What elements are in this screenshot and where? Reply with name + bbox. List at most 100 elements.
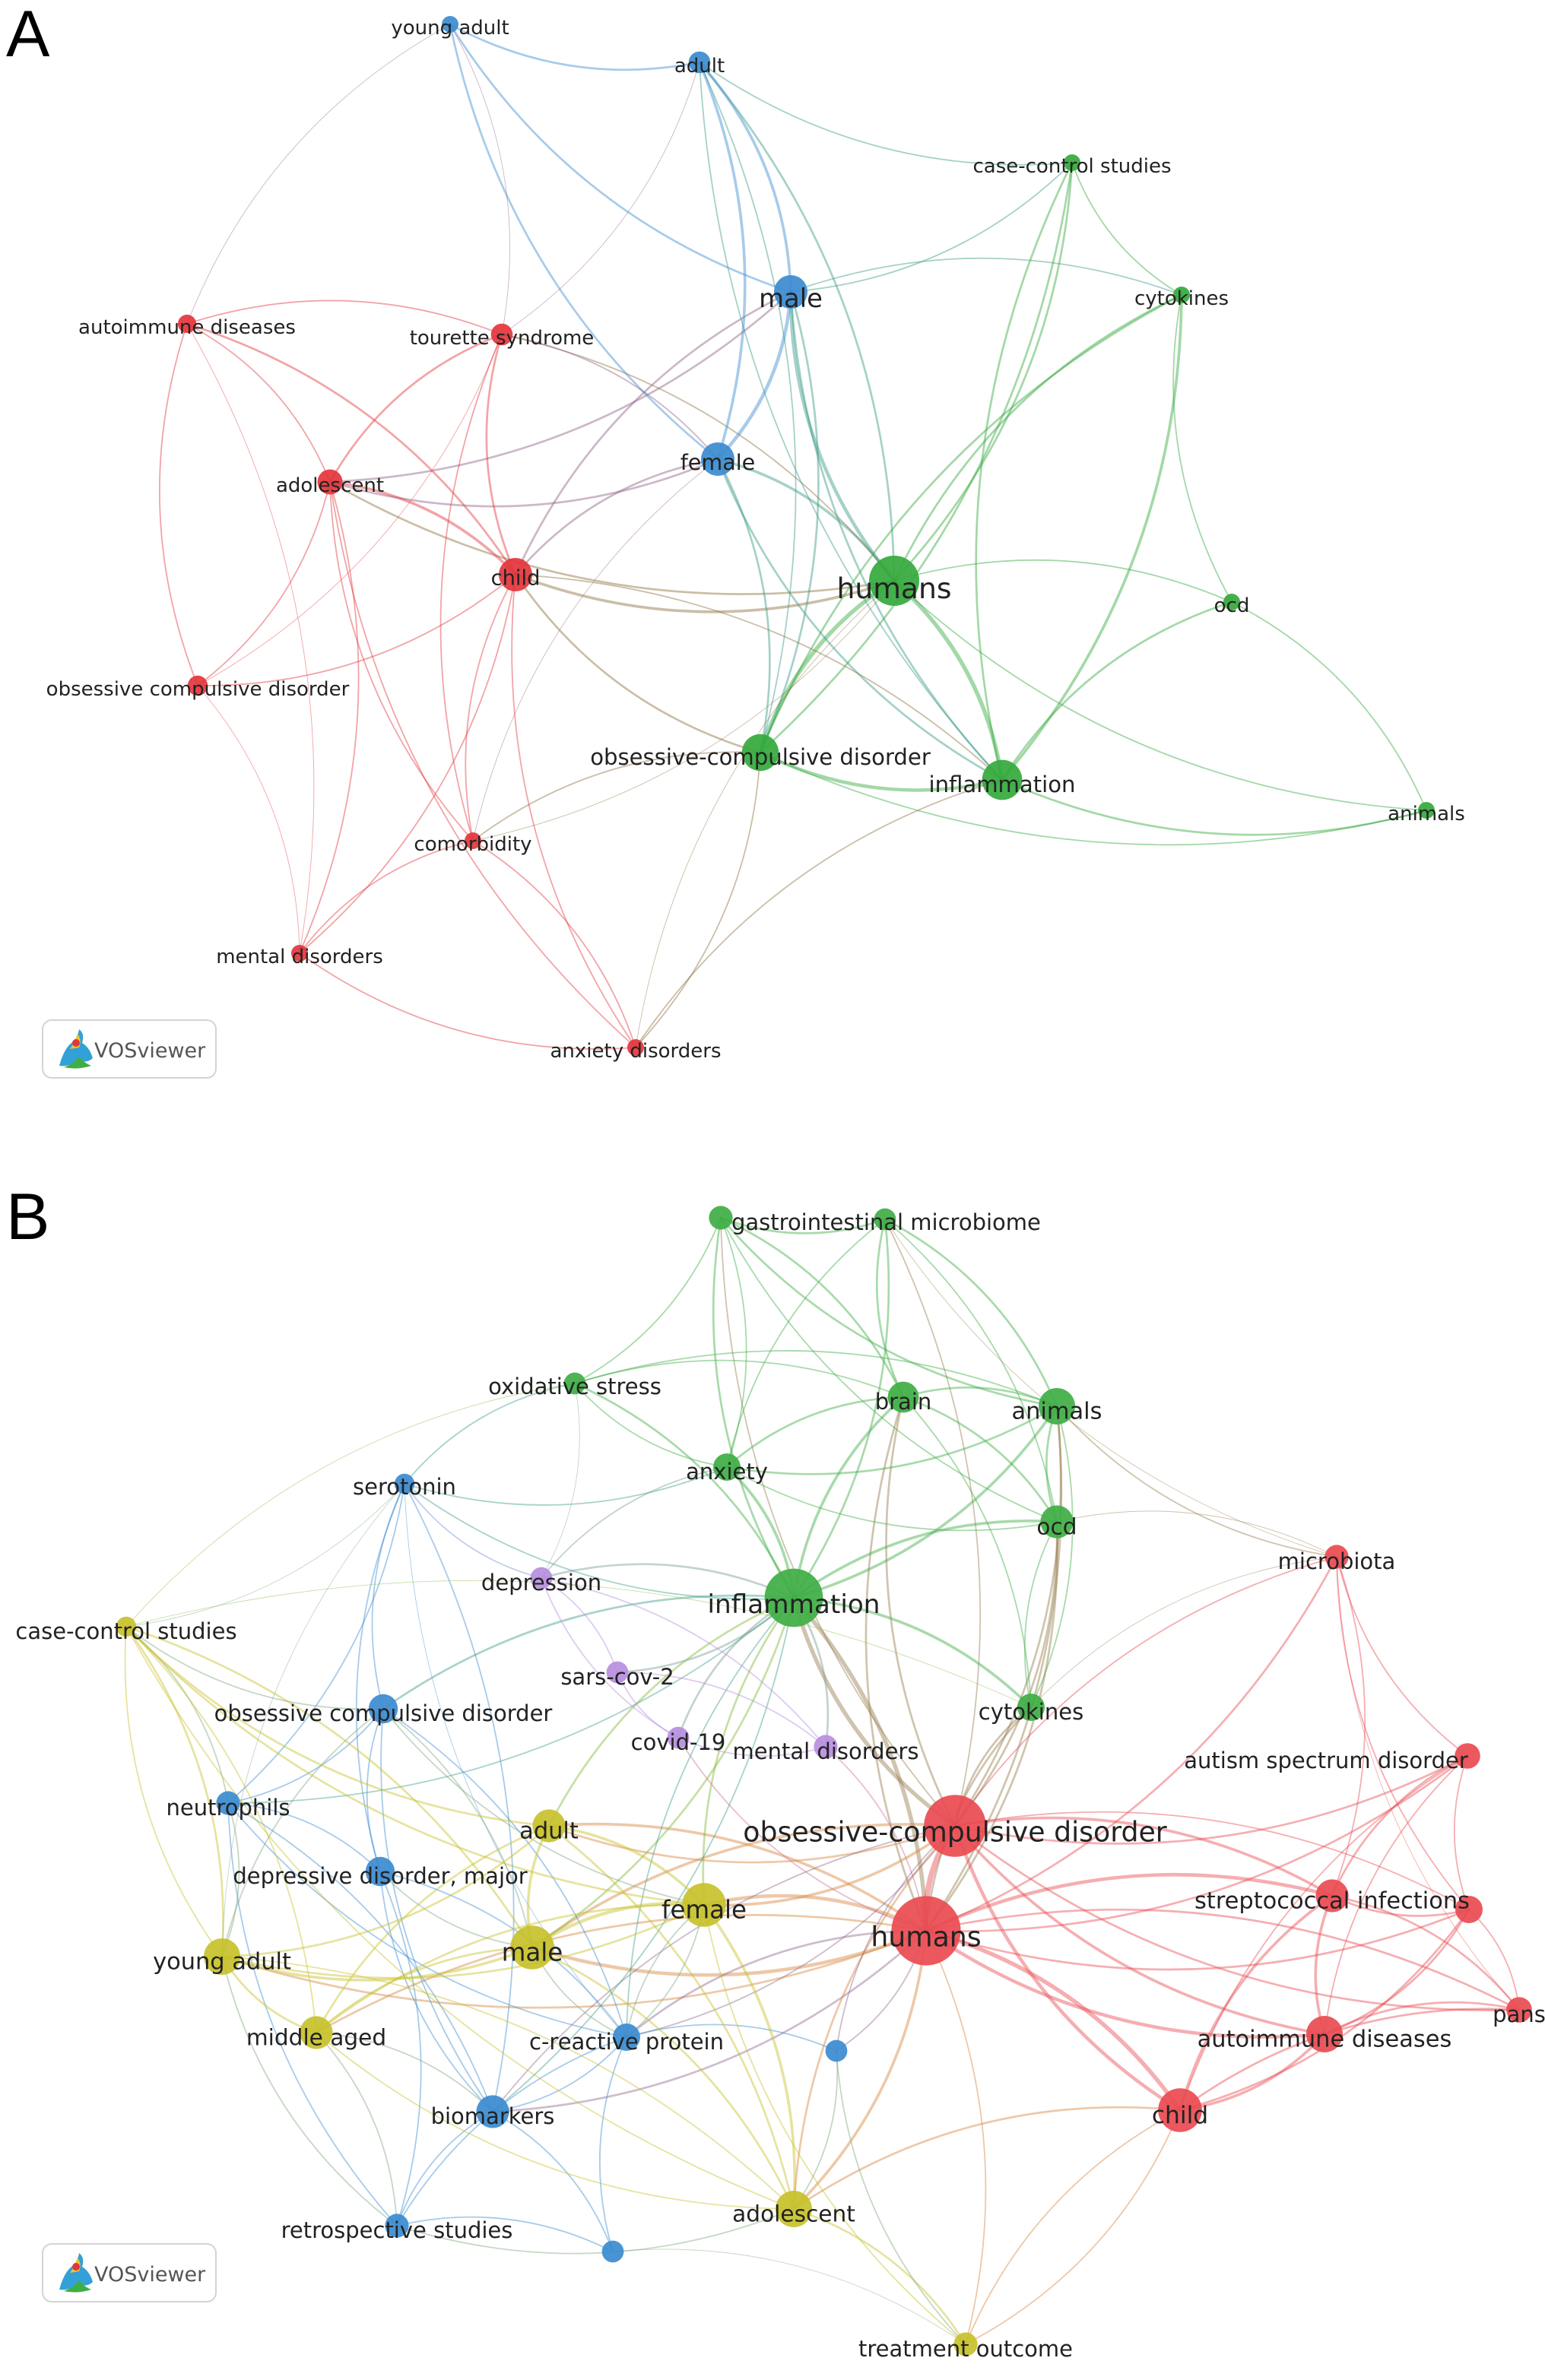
node-ocd-abbr[interactable]	[1223, 594, 1240, 610]
node-covid19[interactable]	[667, 1726, 690, 1749]
node-label-inflammation: inflammation	[928, 772, 1075, 797]
node-mental[interactable]	[291, 945, 308, 962]
node-adult[interactable]	[688, 51, 711, 74]
node-gi2[interactable]	[874, 1208, 896, 1231]
edge-treatment-child	[965, 2109, 1181, 2345]
edge-case_control-male	[125, 1625, 534, 1949]
edge-adolescent-comorbidity	[329, 481, 474, 841]
node-microbiota[interactable]	[1325, 1545, 1349, 1569]
panel-a-nodes	[177, 16, 1435, 1056]
node-inflammation[interactable]	[982, 759, 1023, 800]
node-case-control[interactable]	[116, 1616, 137, 1637]
edge-female-young_adult	[220, 1903, 706, 1979]
edge-gi-animals	[719, 1216, 1058, 1408]
node-cytokines[interactable]	[1173, 287, 1190, 303]
node-ocd-space[interactable]	[368, 1694, 398, 1724]
edge-humans-inflammation	[792, 1596, 928, 1933]
node-male[interactable]	[510, 1925, 554, 1970]
node-adult[interactable]	[532, 1809, 566, 1843]
node-label-autism: autism spectrum disorder	[1184, 1748, 1468, 1773]
node-female[interactable]	[682, 1883, 726, 1927]
edge-gi2-ocd_abbr	[884, 1219, 1058, 1523]
node-label-humans: humans	[836, 572, 951, 605]
node-retro[interactable]	[385, 2214, 409, 2238]
node-ocd-abbr[interactable]	[1040, 1505, 1074, 1539]
node-autoimmune[interactable]	[1306, 2016, 1343, 2052]
node-middle-aged[interactable]	[300, 2016, 333, 2049]
node-autoimmune[interactable]	[177, 314, 197, 334]
edge-inflammation-adult	[547, 1596, 795, 1827]
edge-gi-brain	[719, 1216, 905, 1399]
node-label-oxidative: oxidative stress	[488, 1374, 661, 1399]
node-gi[interactable]	[709, 1206, 733, 1230]
edge-ocd_space-depressive	[366, 1708, 384, 1872]
edge-brain-cytokines	[903, 1396, 1032, 1708]
node-comorbidity[interactable]	[465, 832, 481, 849]
node-child[interactable]	[499, 558, 532, 591]
node-blue-dot2[interactable]	[601, 2240, 624, 2263]
edge-adolescent-anxiety	[329, 481, 636, 1048]
edge-adult-young_adult	[220, 1824, 550, 1958]
edge-gi2-animals	[884, 1218, 1058, 1408]
node-male[interactable]	[774, 275, 807, 309]
edge-male-female	[715, 290, 793, 461]
node-ocd-hyph[interactable]	[741, 734, 779, 772]
edge-adult-female	[547, 1824, 706, 1906]
node-label-tourette: tourette syndrome	[410, 327, 595, 350]
node-sarscov2[interactable]	[606, 1661, 629, 1684]
node-cytokines[interactable]	[1017, 1694, 1045, 1721]
node-tourette[interactable]	[490, 323, 513, 346]
node-label-child: child	[491, 567, 541, 591]
node-autism[interactable]	[1455, 1743, 1480, 1769]
node-oxidative[interactable]	[563, 1372, 586, 1395]
edge-humans-adolescent	[792, 1929, 928, 2210]
node-biomarkers[interactable]	[476, 2095, 509, 2128]
node-young-adult[interactable]	[204, 1938, 240, 1975]
node-anxiety[interactable]	[713, 1453, 741, 1481]
node-crp[interactable]	[613, 2023, 640, 2051]
edge-serotonin-neutrophils	[227, 1483, 405, 1804]
node-adolescent[interactable]	[317, 469, 343, 495]
edge-neutrophils-young_adult	[221, 1802, 240, 1957]
edge-inflammation-gi2	[792, 1218, 890, 1599]
edge-humans-child	[514, 573, 896, 613]
edge-female-male	[530, 1901, 706, 1950]
edge-humans-middle_aged	[315, 1913, 928, 2034]
node-inflammation[interactable]	[764, 1568, 823, 1627]
edge-inflammation-neutrophils	[227, 1597, 795, 1804]
edge-humans-young_adult	[220, 1929, 928, 2009]
node-pans[interactable]	[1506, 1997, 1532, 2023]
edge-female-tourette	[501, 334, 719, 460]
edge-humans-animals	[925, 1405, 1063, 1932]
node-young-adult[interactable]	[442, 16, 458, 33]
edge-child-autism	[1179, 1755, 1468, 2111]
node-mental[interactable]	[814, 1735, 838, 1759]
node-depressive[interactable]	[365, 1856, 395, 1887]
node-treatment[interactable]	[953, 2332, 978, 2356]
node-animals[interactable]	[1418, 802, 1435, 819]
edge-strep-autism	[1331, 1754, 1469, 1897]
edge-ocd_hyph-cytokines	[759, 293, 1183, 754]
node-serotonin[interactable]	[394, 1473, 415, 1494]
node-depression[interactable]	[530, 1567, 553, 1589]
node-ocd-space[interactable]	[187, 675, 208, 696]
node-female[interactable]	[701, 442, 734, 476]
node-case-control[interactable]	[1064, 154, 1080, 171]
node-child[interactable]	[1158, 2088, 1202, 2132]
edge-humans-adult	[547, 1822, 928, 1932]
node-blue-dot1[interactable]	[825, 2039, 848, 2062]
node-red-dot[interactable]	[1455, 1896, 1483, 1923]
panel-a-letter: A	[6, 0, 50, 71]
node-animals[interactable]	[1039, 1388, 1075, 1425]
node-label-ocd-space: obsessive compulsive disorder	[214, 1700, 553, 1726]
node-neutrophils[interactable]	[216, 1791, 240, 1815]
node-adolescent[interactable]	[776, 2191, 812, 2227]
node-humans[interactable]	[869, 556, 919, 606]
node-anxiety[interactable]	[627, 1039, 644, 1056]
node-humans[interactable]	[891, 1896, 961, 1966]
node-strep[interactable]	[1315, 1879, 1349, 1913]
node-brain[interactable]	[887, 1381, 919, 1413]
node-label-female: female	[680, 449, 756, 475]
edge-brain-ocd_abbr	[902, 1396, 1058, 1523]
node-ocd-hyph[interactable]	[924, 1795, 986, 1857]
